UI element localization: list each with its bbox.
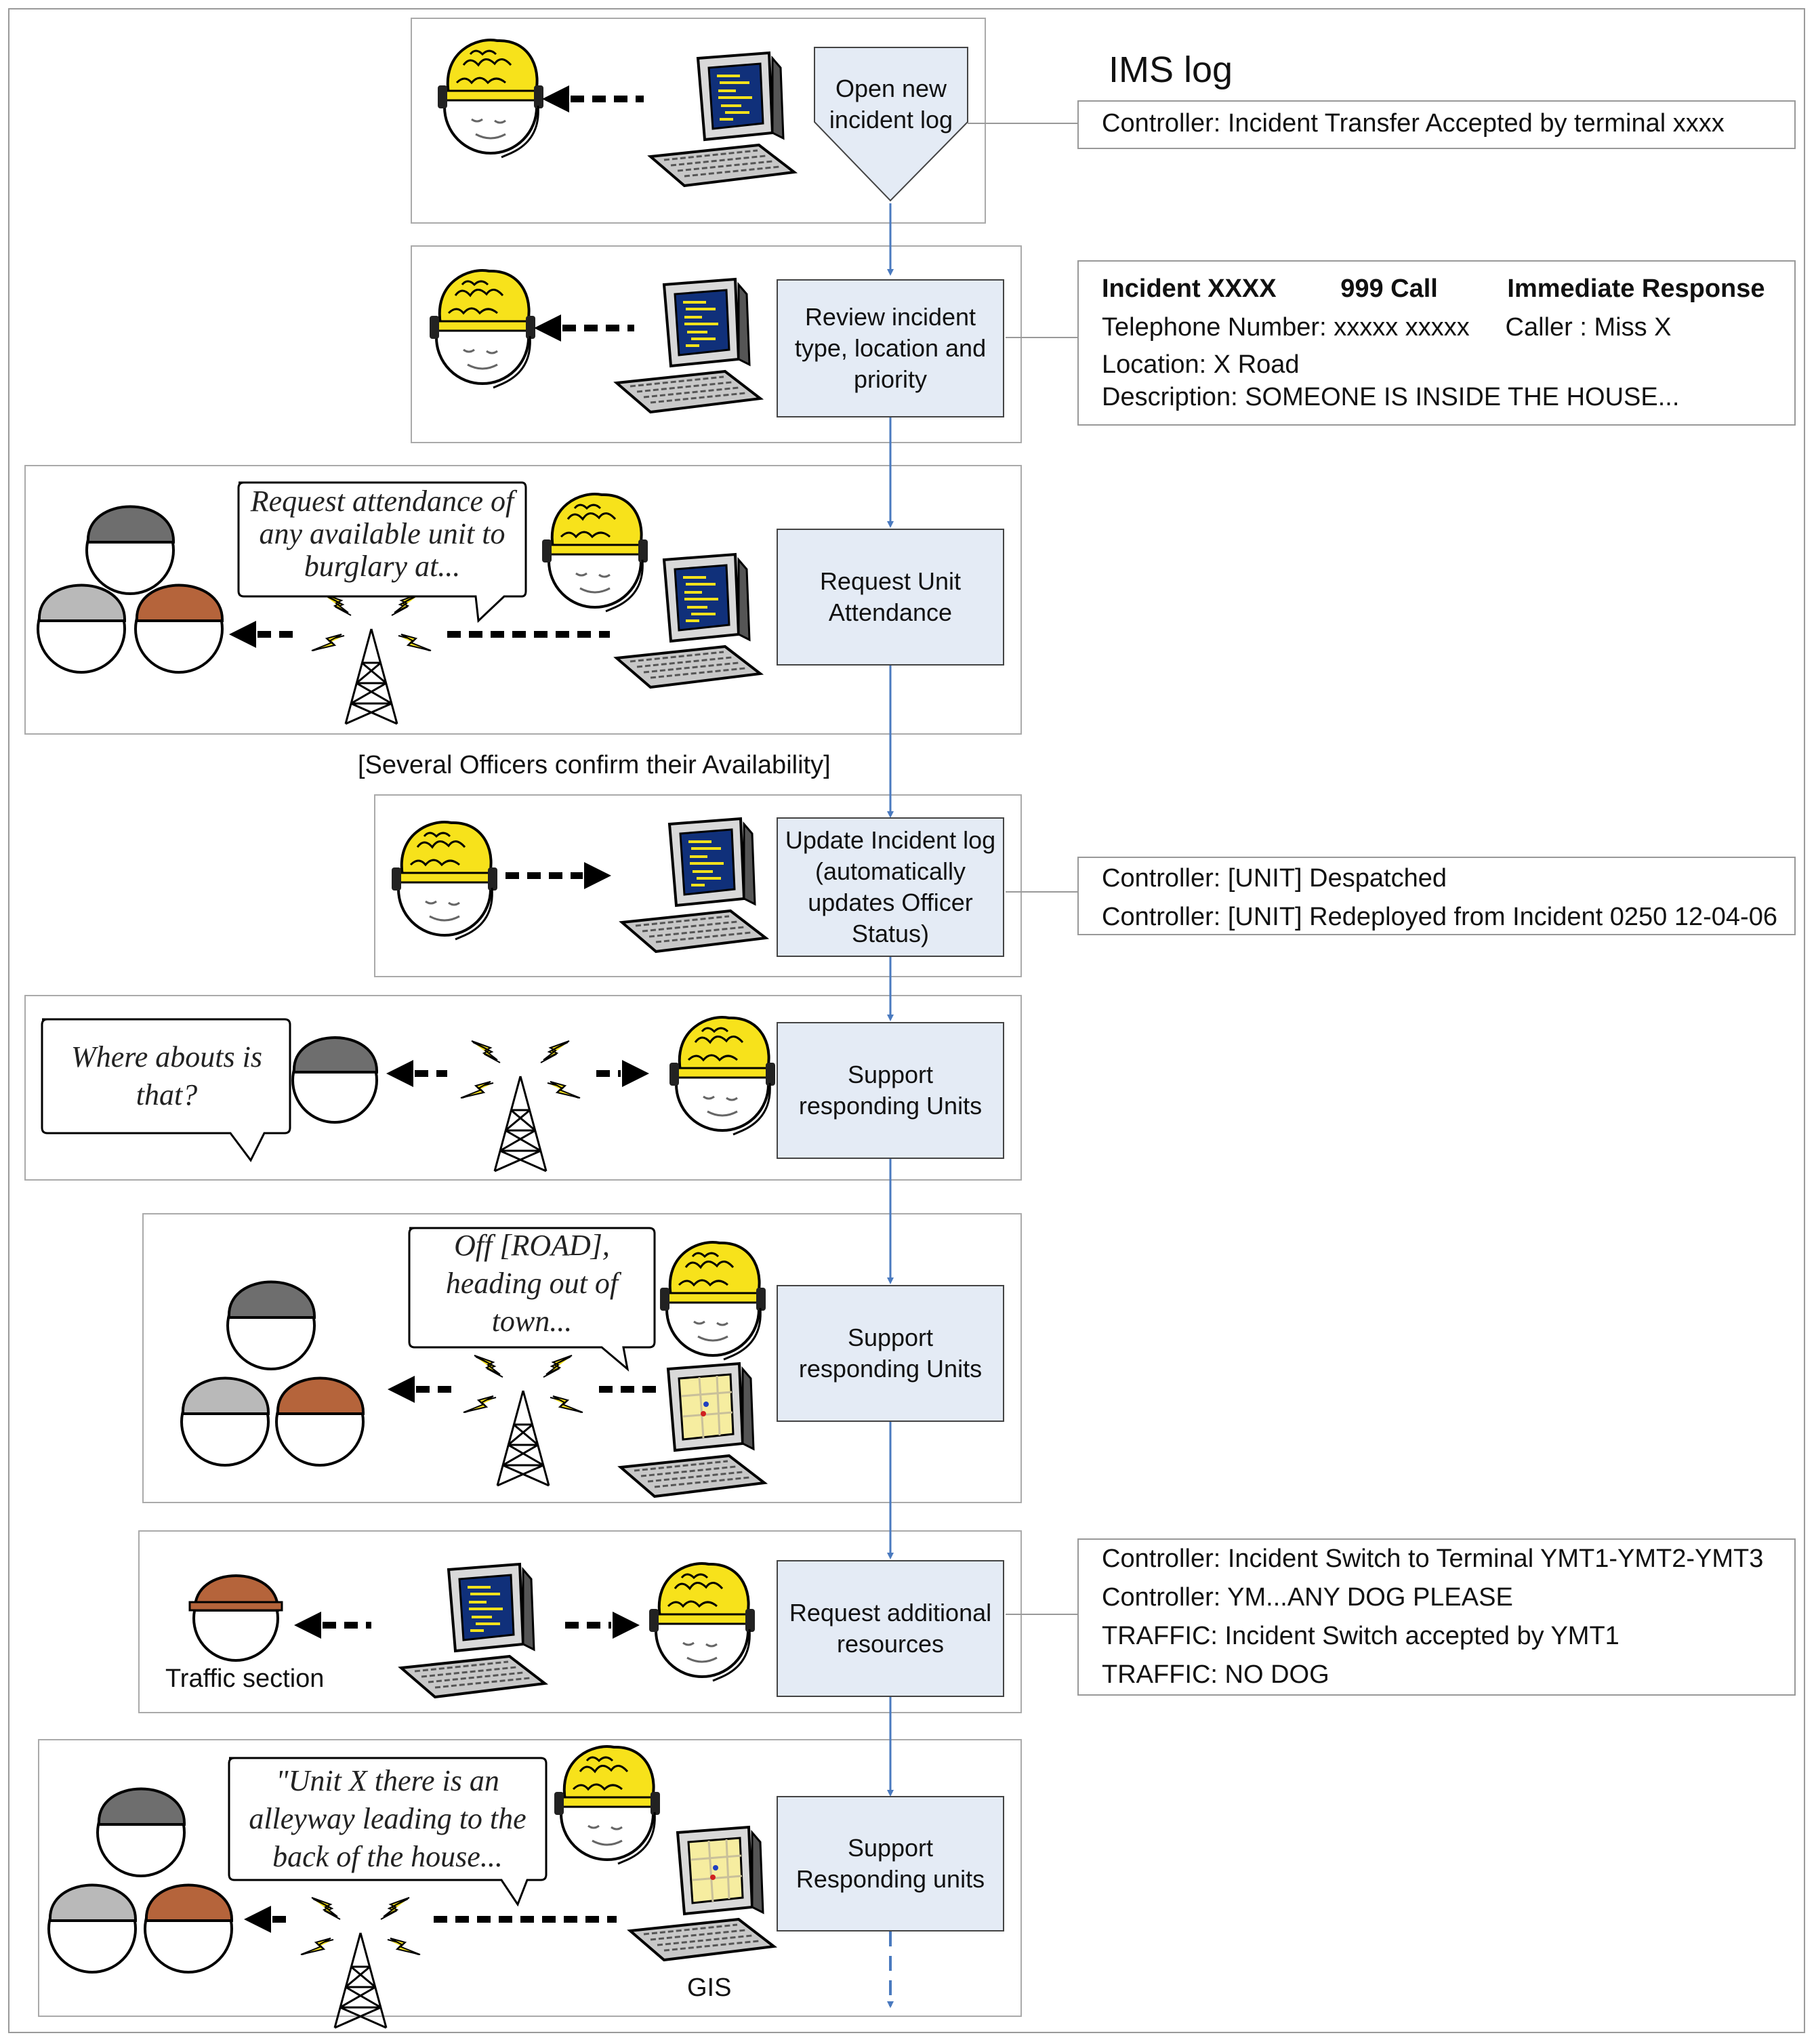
log-line: Location: X Road — [1102, 350, 1300, 379]
log-line: TRAFFIC: NO DOG — [1102, 1660, 1329, 1689]
log-line: Controller: Incident Switch to Terminal … — [1102, 1545, 1764, 1573]
step-request-unit-attendance: Request Unit Attendance — [777, 529, 1004, 666]
gis-label: GIS — [687, 1974, 732, 2002]
log-line: Controller: [UNIT] Despatched — [1102, 864, 1447, 893]
log-box-3: Controller: [UNIT] Despatched Controller… — [1077, 857, 1796, 935]
step-request-additional-resources: Request additional resources — [777, 1560, 1004, 1697]
log-line: Telephone Number: xxxxx xxxxx Caller : M… — [1102, 313, 1672, 342]
log-line: TRAFFIC: Incident Switch accepted by YMT… — [1102, 1622, 1619, 1650]
traffic-section-label: Traffic section — [165, 1664, 325, 1693]
officers-group-8 — [47, 1787, 234, 1974]
speech-bubble-where-abouts: Where abouts is that? — [71, 1040, 262, 1111]
ims-log-title: IMS log — [1109, 49, 1233, 90]
step-update-incident-log: Update Incident log (automatically updat… — [777, 817, 1004, 957]
officers-group-3 — [37, 505, 224, 674]
log-line: Controller: YM...ANY DOG PLEASE — [1102, 1583, 1513, 1612]
speech-bubble-off-road: Off [ROAD], heading out of town... — [445, 1229, 619, 1338]
step-support-responding-units-1: Support responding Units — [777, 1022, 1004, 1159]
log-line: Controller: [UNIT] Redeployed from Incid… — [1102, 903, 1777, 931]
response-type: Immediate Response — [1507, 274, 1765, 303]
incident-id: Incident XXXX — [1102, 274, 1277, 303]
step-support-responding-units-3: Support Responding units — [777, 1796, 1004, 1931]
call-type: 999 Call — [1340, 274, 1438, 303]
speech-bubble-unit-x-alleyway: "Unit X there is an alleyway leading to … — [249, 1764, 527, 1873]
speech-bubble-request-attendance: Request attendance of any available unit… — [250, 485, 514, 583]
log-box-1: Controller: Incident Transfer Accepted b… — [1077, 100, 1796, 149]
log-box-4: Controller: Incident Switch to Terminal … — [1077, 1538, 1796, 1696]
diagram-frame — [8, 8, 1805, 2033]
step-review-incident: Review incident type, location and prior… — [777, 279, 1004, 417]
availability-note: [Several Officers confirm their Availabi… — [358, 751, 831, 779]
log-line: Controller: Incident Transfer Accepted b… — [1102, 109, 1725, 138]
step-1-shape — [814, 47, 968, 202]
log-line: Description: SOMEONE IS INSIDE THE HOUSE… — [1102, 383, 1680, 411]
step-support-responding-units-2: Support responding Units — [777, 1285, 1004, 1422]
log-box-2: Incident XXXX 999 Call Immediate Respons… — [1077, 260, 1796, 426]
step-open-new-incident-log: Open new incident log — [829, 75, 953, 134]
log-incident-header: Incident XXXX 999 Call Immediate Respons… — [1102, 270, 1771, 308]
officers-group-6 — [180, 1280, 365, 1467]
